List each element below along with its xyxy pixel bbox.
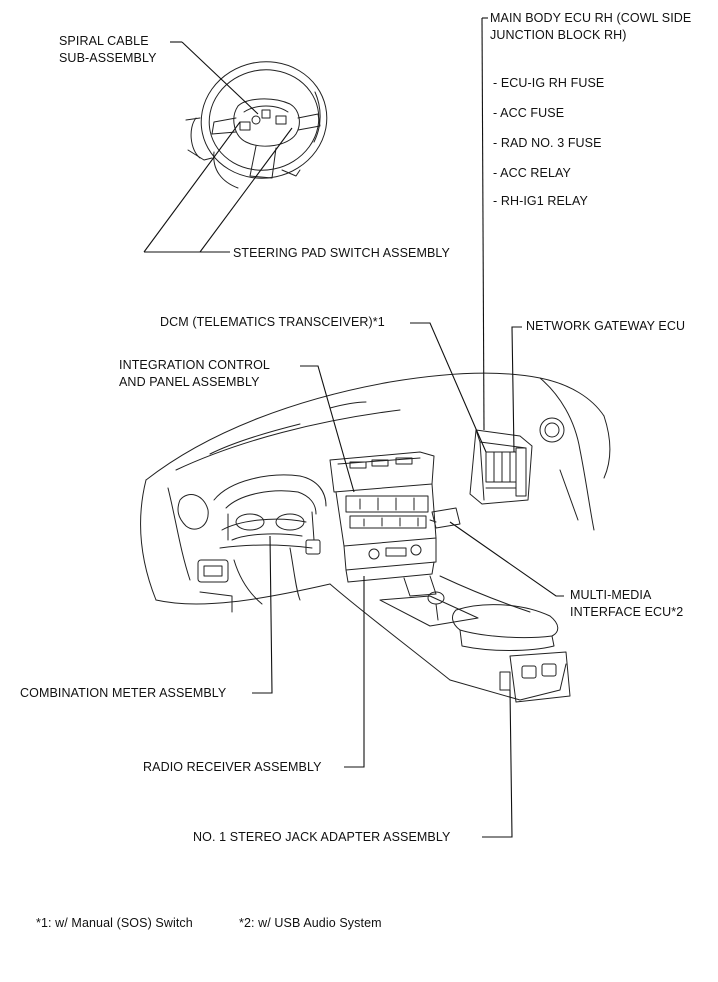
integration-control-label-line-2: AND PANEL ASSEMBLY [119,375,260,389]
radio-receiver-label: RADIO RECEIVER ASSEMBLY [143,760,322,774]
main-body-ecu-label: MAIN BODY ECU RH (COWL SIDE JUNCTION BLO… [490,10,691,44]
relay-item: - RH-IG1 RELAY [493,194,588,208]
dashboard-illustration [140,372,611,703]
spiral-cable-label-line-1: SPIRAL CABLE [59,34,149,48]
multimedia-ecu-label: MULTI-MEDIA INTERFACE ECU*2 [570,587,683,621]
steering-pad-label: STEERING PAD SWITCH ASSEMBLY [233,246,450,260]
main-body-ecu-label-line-2: JUNCTION BLOCK RH) [490,28,627,42]
multimedia-ecu-label-line-2: INTERFACE ECU*2 [570,605,684,619]
network-gateway-label: NETWORK GATEWAY ECU [526,319,686,333]
spiral-cable-label: SPIRAL CABLE SUB-ASSEMBLY [59,33,157,67]
integration-control-label-line-1: INTEGRATION CONTROL [119,358,270,372]
footnote-2: *2: w/ USB Audio System [239,916,382,930]
multimedia-ecu-label-line-1: MULTI-MEDIA [570,588,652,602]
fuse-item: - RAD NO. 3 FUSE [493,136,602,150]
integration-control-label: INTEGRATION CONTROL AND PANEL ASSEMBLY [119,357,270,391]
stereo-jack-label: NO. 1 STEREO JACK ADAPTER ASSEMBLY [193,830,451,844]
fuse-item: - ACC FUSE [493,106,565,120]
spiral-cable-label-line-2: SUB-ASSEMBLY [59,51,157,65]
main-body-ecu-label-line-1: MAIN BODY ECU RH (COWL SIDE [490,11,692,25]
fuse-item: - ECU-IG RH FUSE [493,76,605,90]
relay-item: - ACC RELAY [493,166,571,180]
leader-lines [143,17,564,838]
steering-wheel-illustration [185,61,328,189]
footnote-1: *1: w/ Manual (SOS) Switch [36,916,193,930]
dcm-label: DCM (TELEMATICS TRANSCEIVER)*1 [160,315,385,329]
combination-meter-label: COMBINATION METER ASSEMBLY [20,686,227,700]
ecu-module-illustration [469,429,533,505]
